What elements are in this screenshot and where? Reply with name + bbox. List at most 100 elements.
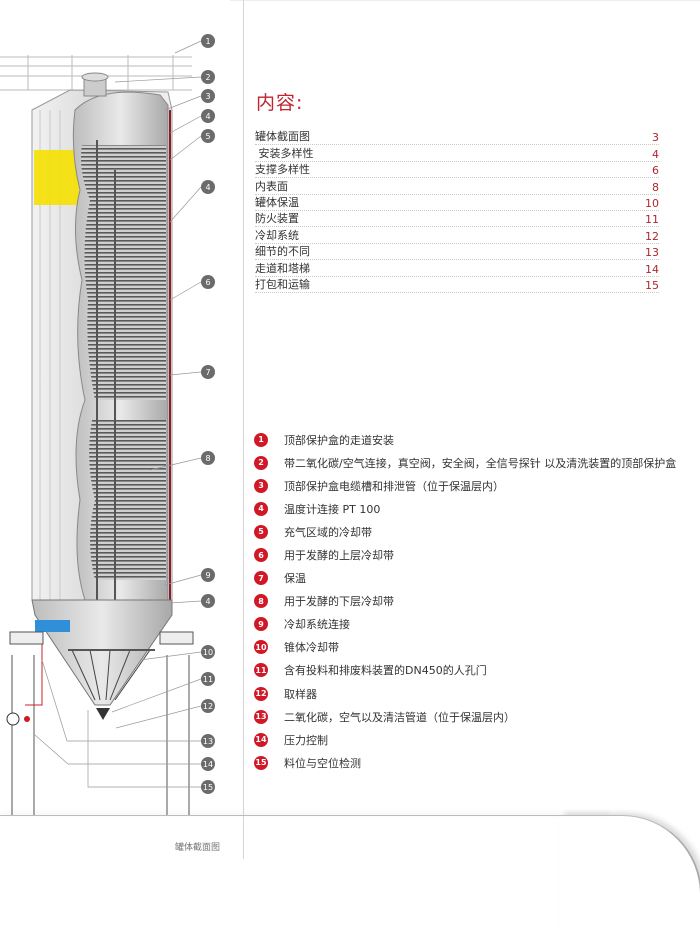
callout-number: 5 [205, 132, 210, 141]
legend-text: 压力控制 [284, 733, 328, 747]
toc-row[interactable]: 走道和塔梯 14 [255, 260, 659, 277]
legend-text: 冷却系统连接 [284, 618, 350, 632]
callout-marker: 2 [201, 70, 215, 84]
page-divider [243, 0, 244, 859]
toc-label: 走道和塔梯 [255, 261, 310, 275]
cone-cooling-band [35, 620, 70, 632]
legend-text: 用于发酵的上层冷却带 [284, 549, 394, 563]
legend-text: 取样器 [284, 687, 317, 701]
callout-marker: 11 [201, 672, 215, 686]
callout-number: 10 [203, 648, 213, 657]
callout-number: 6 [205, 278, 210, 287]
toc-label: 防火装置 [255, 212, 299, 226]
toc-row[interactable]: 内表面 8 [255, 178, 659, 195]
callout-marker: 4 [201, 109, 215, 123]
callout-number: 9 [205, 571, 210, 580]
callout-number: 7 [205, 368, 210, 377]
callout-number: 11 [203, 675, 213, 684]
legend-item: 9 冷却系统连接 [254, 613, 676, 636]
toc-row[interactable]: 罐体截面图 3 [255, 129, 659, 146]
callout-number: 4 [205, 183, 210, 192]
legend-number-badge: 11 [254, 663, 268, 678]
legend-number-badge: 5 [254, 524, 268, 539]
callout-marker: 12 [201, 699, 215, 713]
toc-label: 打包和运输 [255, 277, 310, 291]
toc-label: 内表面 [255, 179, 288, 193]
legend-text: 顶部保护盒电缆槽和排泄管（位于保温层内） [284, 479, 504, 493]
toc-page: 10 [645, 196, 659, 210]
toc-row[interactable]: 防火装置 11 [255, 211, 659, 228]
toc-page: 8 [652, 180, 659, 194]
legend-number-badge: 2 [254, 455, 268, 470]
callout-number: 15 [203, 783, 213, 792]
callout-marker: 1 [201, 34, 215, 48]
top-rule [230, 0, 700, 1]
legend-number-badge: 7 [254, 571, 268, 586]
toc-page: 3 [652, 131, 659, 145]
legend-number-badge: 4 [254, 501, 268, 516]
toc-label: 安装多样性 [255, 146, 314, 160]
callout-marker: 4 [201, 180, 215, 194]
legend-text: 充气区域的冷却带 [284, 525, 372, 539]
callout-marker: 4 [201, 594, 215, 608]
toc-page: 15 [645, 278, 659, 292]
callout-number: 4 [205, 597, 210, 606]
toc-row[interactable]: 安装多样性 4 [255, 145, 659, 162]
callout-number: 1 [205, 37, 210, 46]
insulation-highlight [34, 150, 79, 205]
callout-marker: 6 [201, 275, 215, 289]
callout-marker: 5 [201, 129, 215, 143]
toc-page: 4 [652, 147, 659, 161]
legend-text: 带二氧化碳/空气连接，真空阀，安全阀，全信号探针 以及清洗装置的顶部保护盒 [284, 456, 677, 470]
legend-item: 4 温度计连接 PT 100 [254, 497, 676, 520]
pressure-gauge-icon [6, 712, 20, 726]
toc-page: 11 [645, 213, 659, 227]
callout-number: 2 [205, 73, 210, 82]
callout-marker: 7 [201, 365, 215, 379]
legend-text: 料位与空位检测 [284, 756, 361, 770]
legend-number-badge: 6 [254, 548, 268, 563]
toc-row[interactable]: 打包和运输 15 [255, 277, 659, 293]
toc-label: 支撑多样性 [255, 163, 310, 177]
toc-label: 细节的不同 [255, 245, 310, 259]
toc-label: 冷却系统 [255, 228, 299, 242]
legend-text: 顶部保护盒的走道安装 [284, 433, 394, 447]
toc-label: 罐体保温 [255, 195, 299, 209]
legend-text: 含有投料和排废料装置的DN450的人孔门 [284, 664, 487, 678]
legend-item: 5 充气区域的冷却带 [254, 520, 676, 543]
callout-marker: 9 [201, 568, 215, 582]
toc-page: 14 [645, 262, 659, 276]
legend-text: 锥体冷却带 [284, 641, 339, 655]
callout-number: 8 [205, 454, 210, 463]
toc-row[interactable]: 罐体保温 10 [255, 195, 659, 211]
legend-item: 2 带二氧化碳/空气连接，真空阀，安全阀，全信号探针 以及清洗装置的顶部保护盒 [254, 451, 676, 474]
toc-label: 罐体截面图 [255, 130, 310, 144]
legend-number-badge: 10 [254, 640, 268, 655]
callout-number: 14 [203, 760, 213, 769]
legend-number-badge: 8 [254, 594, 268, 609]
footer-curve [560, 815, 700, 936]
legend-item: 6 用于发酵的上层冷却带 [254, 543, 676, 566]
callout-number: 3 [205, 92, 210, 101]
callout-marker: 14 [201, 757, 215, 771]
legend-number-badge: 9 [254, 617, 268, 632]
callout-marker: 3 [201, 89, 215, 103]
figure-caption: 罐体截面图 [175, 843, 221, 853]
toc-row[interactable]: 细节的不同 13 [255, 244, 659, 261]
callout-marker: 13 [201, 734, 215, 748]
toc-page: 13 [645, 246, 659, 260]
callout-marker: 10 [201, 645, 215, 659]
callout-number: 13 [203, 737, 213, 746]
legend-text: 温度计连接 PT 100 [284, 502, 381, 516]
legend-text: 二氧化碳，空气以及清洁管道（位于保温层内） [284, 710, 515, 724]
